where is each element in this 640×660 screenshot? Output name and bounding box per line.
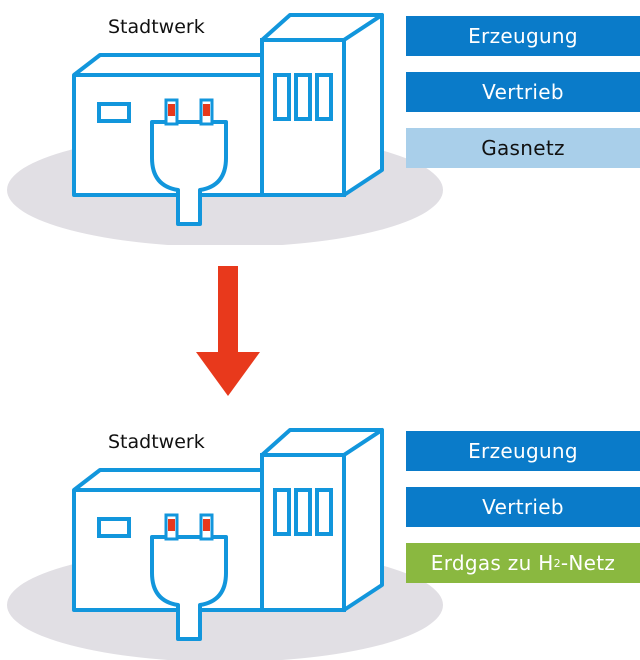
- badge-vertrieb: Vertrieb: [406, 487, 640, 527]
- stadtwerk-building-icon: [7, 13, 443, 245]
- badge-text-suffix: -Netz: [560, 551, 616, 575]
- stadtwerk-title: Stadtwerk: [108, 431, 205, 453]
- badge-gasnetz: Gasnetz: [406, 128, 640, 168]
- badge-text-subscript: 2: [553, 556, 561, 570]
- stadtwerk-panel-before: Stadtwerk Erzeugung Vertrieb Gasnetz: [0, 0, 640, 245]
- arrow-down-icon: [196, 266, 260, 396]
- stadtwerk-building-icon: [7, 428, 443, 660]
- badge-text-prefix: Erdgas zu H: [430, 551, 554, 575]
- badge-erzeugung: Erzeugung: [406, 431, 640, 471]
- stadtwerk-panel-after: Stadtwerk Erzeugung Vertrieb Erdgas zu H…: [0, 415, 640, 660]
- stadtwerk-title: Stadtwerk: [108, 16, 205, 38]
- badge-erzeugung: Erzeugung: [406, 16, 640, 56]
- badge-vertrieb: Vertrieb: [406, 72, 640, 112]
